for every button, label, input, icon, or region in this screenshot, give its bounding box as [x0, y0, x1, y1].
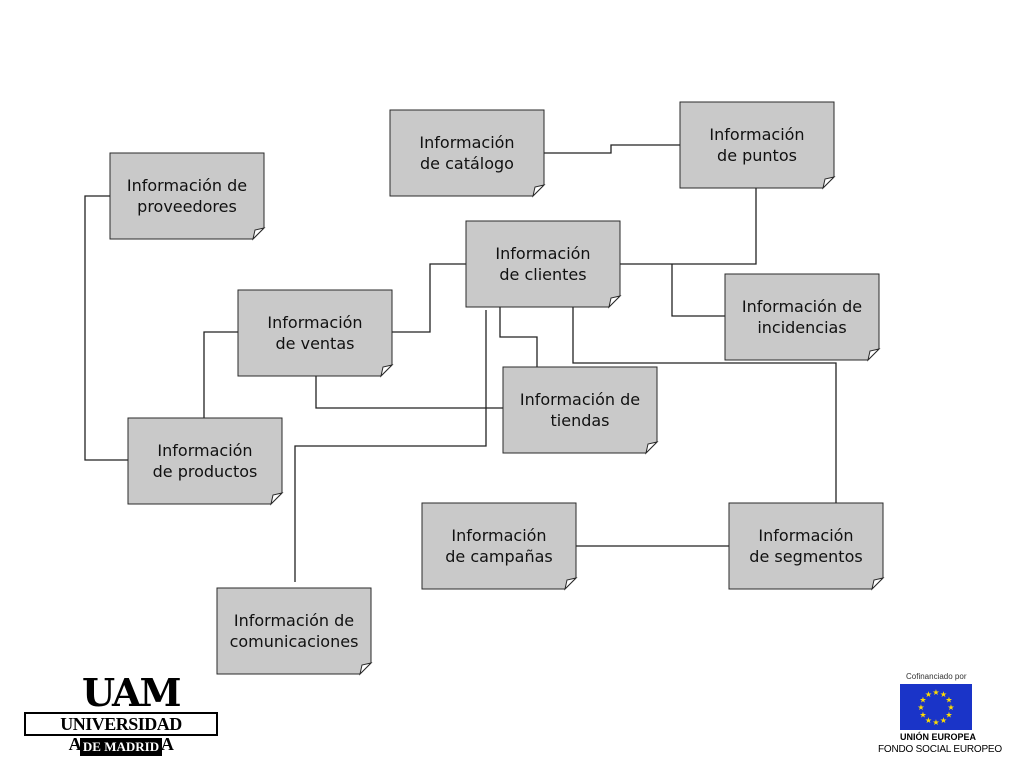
- node-box: [679, 101, 835, 189]
- node-label-line: Información de: [742, 297, 862, 316]
- eu-star: ★: [932, 688, 939, 697]
- node-segmentos[interactable]: Información de segmentos: [728, 502, 885, 591]
- node-tiendas[interactable]: Información de tiendas: [502, 366, 659, 455]
- uam-logo-mark: UAM: [82, 670, 182, 715]
- node-fold-corner: [252, 227, 266, 241]
- connector-proveedores-productos: [84, 195, 128, 461]
- node-label-line: Información: [267, 313, 362, 332]
- node-fold-corner: [867, 348, 881, 362]
- node-box: [421, 502, 577, 590]
- node-box: [502, 366, 658, 454]
- eu-star: ★: [945, 696, 952, 705]
- node-label-line: Información: [157, 441, 252, 460]
- node-label-line: Información: [419, 133, 514, 152]
- node-box: [127, 417, 283, 505]
- eu-star: ★: [925, 690, 932, 699]
- node-label-line: de productos: [153, 462, 258, 481]
- node-label-line: incidencias: [757, 318, 846, 337]
- node-box: [728, 502, 884, 590]
- node-fold-corner: [564, 577, 578, 591]
- node-label-line: tiendas: [551, 411, 610, 430]
- eu-star: ★: [919, 696, 926, 705]
- node-proveedores[interactable]: Información de proveedores: [109, 152, 266, 241]
- node-label-line: Información: [758, 526, 853, 545]
- node-catalogo[interactable]: Información de catálogo: [389, 109, 546, 198]
- node-fold-corner: [380, 364, 394, 378]
- node-productos[interactable]: Información de productos: [127, 417, 284, 506]
- connectors: [84, 144, 837, 582]
- node-campanas[interactable]: Información de campañas: [421, 502, 578, 591]
- node-label-line: Información de: [234, 611, 354, 630]
- node-box: [389, 109, 545, 197]
- node-label-line: comunicaciones: [230, 632, 359, 651]
- node-box: [109, 152, 265, 240]
- node-label-line: Información: [709, 125, 804, 144]
- connector-clientes-tiendas: [499, 307, 538, 367]
- node-fold-corner: [645, 441, 659, 455]
- node-box: [216, 587, 372, 675]
- connector-clientes-incidencias: [671, 264, 725, 317]
- node-label-line: de ventas: [276, 334, 355, 353]
- connector-puntos-clientes: [620, 188, 757, 265]
- node-fold-corner: [359, 662, 373, 676]
- node-fold-corner: [822, 176, 836, 190]
- node-clientes[interactable]: Información de clientes: [465, 220, 622, 309]
- node-label-line: de clientes: [499, 265, 586, 284]
- eu-star: ★: [947, 703, 954, 712]
- eu-star: ★: [940, 716, 947, 725]
- eu-star: ★: [917, 703, 924, 712]
- node-label-line: de campañas: [445, 547, 553, 566]
- node-label-line: proveedores: [137, 197, 237, 216]
- connector-ventas-tiendas: [315, 376, 503, 409]
- node-label-line: Información de: [520, 390, 640, 409]
- node-puntos[interactable]: Información de puntos: [679, 101, 836, 190]
- node-box: [465, 220, 621, 308]
- uam-logo-name: UNIVERSIDAD AUTONOMA: [24, 712, 218, 754]
- uam-logo-subtitle: DE MADRID: [80, 738, 162, 756]
- uam-logo: UAM UNIVERSIDAD AUTONOMA DE MADRID: [24, 672, 220, 758]
- node-label-line: Información: [495, 244, 590, 263]
- node-fold-corner: [270, 492, 284, 506]
- eu-star: ★: [925, 716, 932, 725]
- eu-star: ★: [919, 711, 926, 720]
- node-comunicaciones[interactable]: Información de comunicaciones: [216, 587, 373, 676]
- node-label-line: de puntos: [717, 146, 797, 165]
- node-box: [237, 289, 393, 377]
- node-fold-corner: [532, 184, 546, 198]
- eu-flag-icon: ★★★★★★★★★★★★: [900, 684, 972, 730]
- eu-fund-label: FONDO SOCIAL EUROPEO: [878, 744, 1002, 755]
- eu-logo: Cofinanciado por ★★★★★★★★★★★★ UNIÓN EURO…: [872, 670, 1002, 760]
- node-label-line: de catálogo: [420, 154, 514, 173]
- connector-clientes-segmentos: [572, 307, 837, 503]
- node-ventas[interactable]: Información de ventas: [237, 289, 394, 378]
- connector-ventas-productos: [203, 331, 238, 418]
- node-label-line: Información: [451, 526, 546, 545]
- node-incidencias[interactable]: Información de incidencias: [724, 273, 881, 362]
- node-fold-corner: [608, 295, 622, 309]
- node-fold-corner: [871, 577, 885, 591]
- eu-star: ★: [932, 718, 939, 727]
- eu-star: ★: [940, 690, 947, 699]
- connector-clientes-ventas: [392, 263, 466, 333]
- eu-union-label: UNIÓN EUROPEA: [900, 732, 977, 742]
- node-box: [724, 273, 880, 361]
- eu-star: ★: [945, 711, 952, 720]
- connector-clientes-comunicaciones: [294, 310, 487, 582]
- node-label-line: de segmentos: [749, 547, 862, 566]
- connector-catalogo-puntos: [543, 144, 680, 154]
- node-label-line: Información de: [127, 176, 247, 195]
- eu-cofinanced-label: Cofinanciado por: [906, 672, 967, 681]
